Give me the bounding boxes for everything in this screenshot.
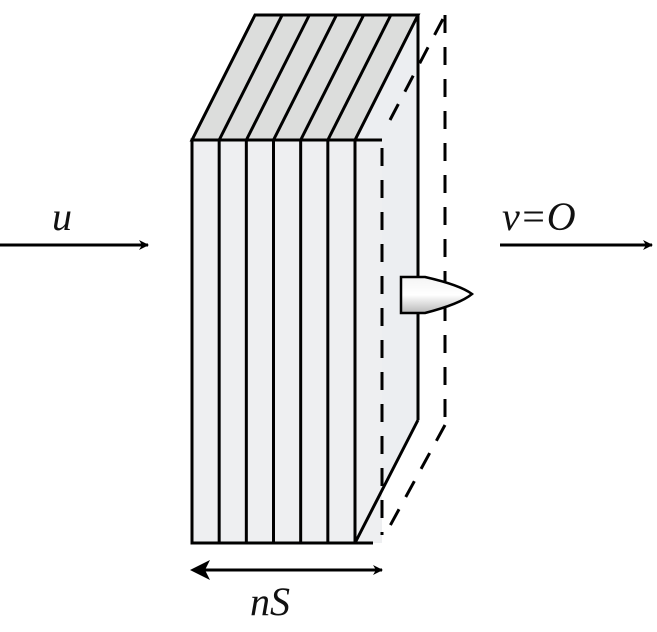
dashed-layer — [380, 14, 447, 536]
thickness-label: nS — [250, 579, 290, 624]
plate-top-divider — [217, 14, 284, 141]
plate-dividers — [217, 14, 393, 543]
plate-top-divider — [272, 14, 338, 141]
side-bottom-edge — [353, 419, 420, 544]
bullet-icon — [399, 275, 475, 315]
plate-top-divider — [299, 14, 366, 141]
plate-top-divider — [244, 14, 311, 141]
front-extension — [355, 140, 382, 543]
incident-speed-label: u — [52, 194, 72, 239]
thickness-arrowhead-left — [190, 560, 210, 580]
plate-top-divider — [326, 14, 393, 141]
exit-speed-label: v=O — [502, 194, 576, 239]
